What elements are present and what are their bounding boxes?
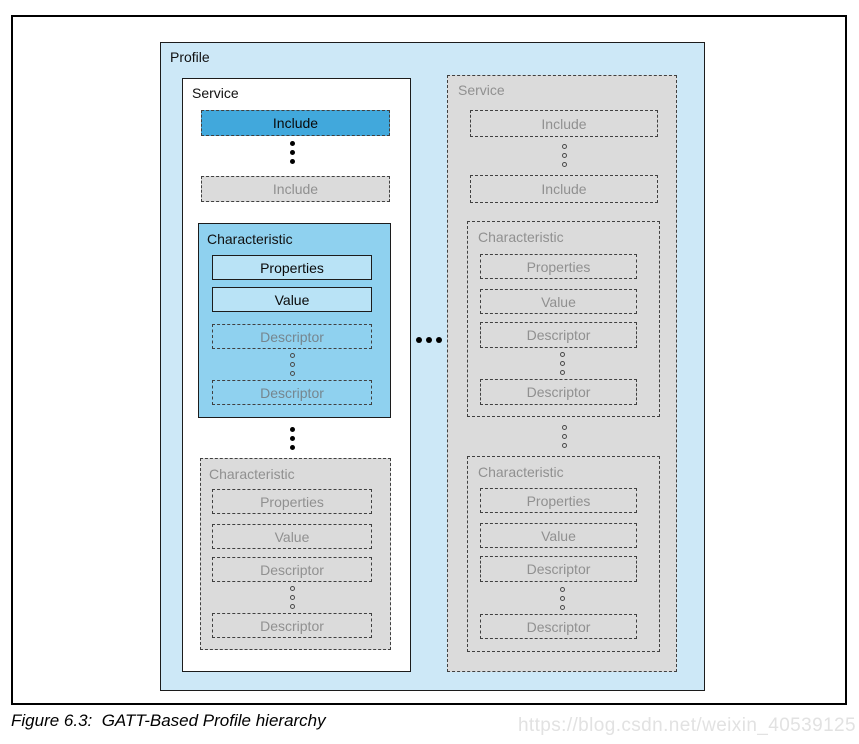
service-left-label: Service (192, 85, 239, 101)
service-box-left: Service Include Include Characteristic P… (182, 78, 411, 672)
figure-caption: Figure 6.3: GATT-Based Profile hierarchy (11, 711, 326, 730)
characteristic-active-label: Characteristic (207, 231, 293, 247)
value-box: Value (212, 287, 372, 312)
value-box: Value (480, 523, 637, 548)
small-vertical-ellipsis-icon (560, 352, 565, 375)
descriptor-box: Descriptor (480, 322, 637, 348)
characteristic-box-more: Characteristic Properties Value Descript… (200, 458, 391, 650)
characteristic-box: Characteristic Properties Value Descript… (467, 456, 660, 652)
properties-box: Properties (212, 489, 372, 514)
descriptor-box: Descriptor (480, 379, 637, 405)
profile-label: Profile (170, 49, 210, 65)
service-right-label: Service (458, 82, 505, 98)
small-vertical-ellipsis-icon (290, 586, 295, 609)
service-box-right: Service Include Include Characteristic P… (447, 75, 677, 672)
small-vertical-ellipsis-icon (562, 144, 567, 167)
descriptor-box: Descriptor (480, 614, 637, 639)
descriptor-box: Descriptor (480, 556, 637, 582)
descriptor-box: Descriptor (212, 324, 372, 349)
descriptor-box: Descriptor (212, 613, 372, 638)
watermark: https://blog.csdn.net/weixin_40539125 (517, 715, 856, 736)
horizontal-ellipsis-icon (416, 337, 442, 343)
value-box: Value (480, 289, 637, 314)
properties-box: Properties (480, 488, 637, 513)
characteristic-more-label: Characteristic (209, 466, 295, 482)
include-box: Include (470, 175, 658, 203)
value-box: Value (212, 524, 372, 549)
vertical-ellipsis-icon (290, 427, 295, 450)
properties-box: Properties (212, 255, 372, 280)
small-vertical-ellipsis-icon (562, 425, 567, 448)
include-box-more: Include (201, 176, 390, 202)
characteristic-label: Characteristic (478, 464, 564, 480)
properties-box: Properties (480, 254, 637, 279)
small-vertical-ellipsis-icon (560, 587, 565, 610)
small-vertical-ellipsis-icon (290, 353, 295, 376)
vertical-ellipsis-icon (290, 141, 295, 164)
figure-frame: Profile Service Include Include Characte… (11, 15, 847, 705)
characteristic-box-active: Characteristic Properties Value Descript… (198, 223, 391, 418)
include-box-active: Include (201, 110, 390, 136)
descriptor-box: Descriptor (212, 380, 372, 405)
characteristic-label: Characteristic (478, 229, 564, 245)
include-box: Include (470, 110, 658, 137)
descriptor-box: Descriptor (212, 557, 372, 582)
characteristic-box: Characteristic Properties Value Descript… (467, 221, 660, 417)
profile-box: Profile Service Include Include Characte… (160, 42, 705, 691)
